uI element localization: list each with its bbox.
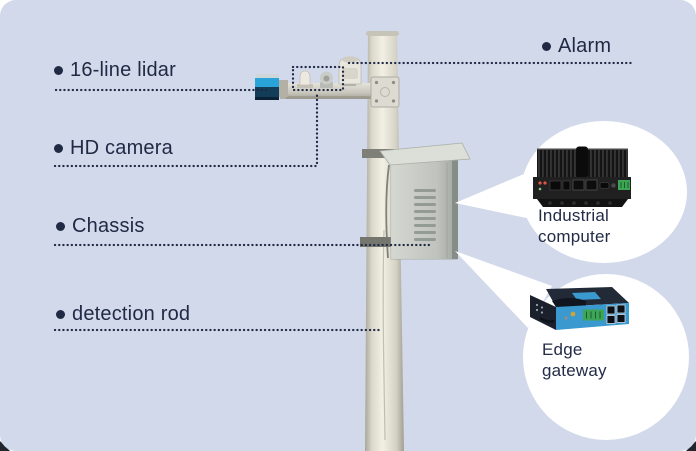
edge-gateway-image <box>530 287 629 330</box>
bullet-icon <box>54 65 63 75</box>
callout-edge-gateway: Edge gateway <box>542 340 607 381</box>
callout-industrial-computer: Industrial computer <box>538 206 610 247</box>
label-hd-camera-text: HD camera <box>70 137 173 159</box>
industrial-computer-image <box>533 146 631 207</box>
label-detection-rod: detection rod <box>56 301 190 327</box>
callout-industrial-line1: Industrial <box>538 206 609 225</box>
bullet-icon <box>56 221 65 231</box>
label-detection-rod-text: detection rod <box>72 303 191 325</box>
lidar-device <box>255 74 288 100</box>
chassis-box <box>360 142 471 260</box>
bullet-icon <box>542 41 551 51</box>
label-lidar: 16-line lidar <box>54 57 176 83</box>
label-chassis-text: Chassis <box>72 215 145 237</box>
label-chassis: Chassis <box>56 213 145 239</box>
alarm-device <box>338 56 362 86</box>
bullet-icon <box>54 143 63 153</box>
label-hd-camera: HD camera <box>54 135 173 161</box>
callout-edge-line1: Edge <box>542 340 583 359</box>
label-lidar-text: 16-line lidar <box>70 59 176 81</box>
callout-edge-line2: gateway <box>542 360 607 380</box>
label-alarm-text: Alarm <box>558 35 612 57</box>
callout-industrial-line2: computer <box>538 226 611 246</box>
label-alarm: Alarm <box>542 33 611 59</box>
bullet-icon <box>56 309 65 319</box>
